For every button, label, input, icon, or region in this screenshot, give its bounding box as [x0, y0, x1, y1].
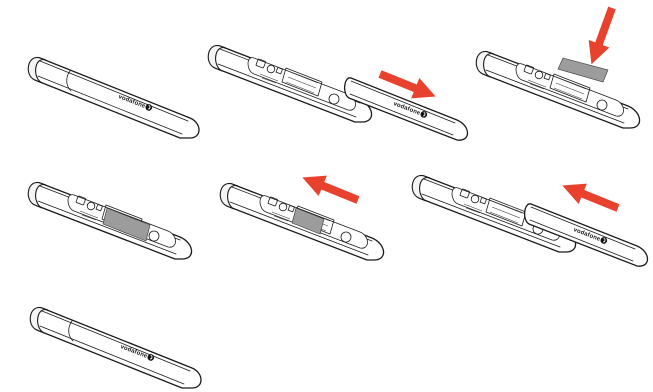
- step-7-closed-modem: vodafone: [29, 306, 202, 389]
- step-5-cover-replacing: [219, 167, 385, 261]
- sliding-cover-piece: vodafone: [343, 77, 469, 141]
- step-3-sim-insertion: [475, 4, 641, 129]
- step-4-sim-inserted: [27, 181, 193, 260]
- sim-card-inserted: [102, 207, 151, 242]
- step-6-cover-sliding-on: vodafone: [411, 174, 649, 267]
- sim-card: [557, 57, 609, 83]
- sliding-cover-piece: vodafone: [523, 203, 649, 267]
- sim-card-inserted: [291, 207, 325, 235]
- arrow-left-icon: [558, 175, 623, 219]
- arrow-down-icon: [581, 4, 623, 69]
- step-1-closed-modem: vodafone: [27, 56, 200, 139]
- arrow-left-icon: [298, 167, 363, 211]
- step-2-cover-removal: vodafone: [207, 44, 469, 141]
